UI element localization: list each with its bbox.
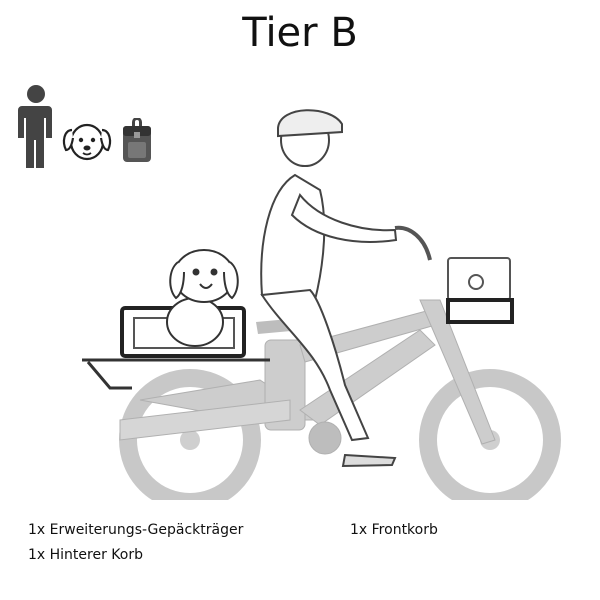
dog-icon: [62, 123, 112, 161]
dog-passenger: [166, 249, 239, 347]
cargo-icons: [16, 84, 156, 174]
rider: [260, 109, 398, 468]
backpack-icon: [123, 118, 151, 162]
rear-rack: [82, 358, 270, 390]
caption-rack: 1x Erweiterungs-Gepäckträger: [28, 522, 244, 538]
bike-frame: [119, 299, 496, 455]
front-basket: [446, 257, 514, 324]
caption-rear-basket: 1x Hinterer Korb: [28, 547, 143, 563]
page-title: Tier B: [242, 10, 358, 56]
caption-front-basket: 1x Frontkorb: [350, 522, 438, 538]
bike-illustration: [82, 109, 561, 500]
rear-wheel: [119, 369, 261, 500]
handlebar: [394, 225, 432, 261]
person-icon: [18, 85, 52, 168]
